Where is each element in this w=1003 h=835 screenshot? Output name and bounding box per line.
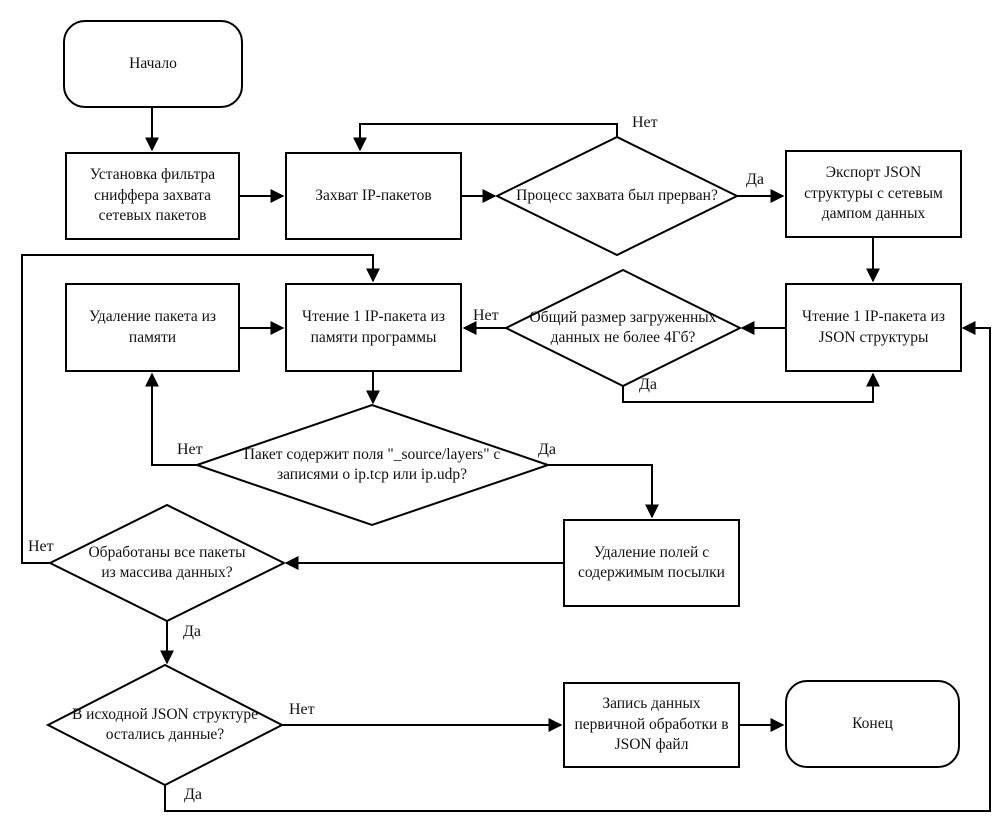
label-size-check-no: Нет [473,307,499,324]
node-start-label: Начало [129,54,177,72]
label-all-processed-no: Нет [28,538,54,555]
decision-fields-check-label: Пакет содержит поля "_source/layers" с з… [243,445,501,483]
decision-json-left-shape [45,663,285,787]
node-export-json: Экспорт JSON структуры с сетевым дампом … [785,150,962,238]
decision-fields-check-shape [193,403,552,527]
decision-size-check-label: Общий размер загруженных данных не более… [529,308,717,346]
label-fields-check-yes: Да [538,441,557,458]
node-read-json: Чтение 1 IP-пакета из JSON структуры [785,283,962,372]
label-size-check-yes: Да [639,376,658,393]
node-start: Начало [63,20,243,108]
label-fields-check-no: Нет [177,441,203,458]
edge-all-processed-no-loop [21,254,380,564]
edge-fields-check-yes-to-delete-fields [548,464,659,519]
node-delete-packet-label: Удаление пакета из памяти [89,308,216,346]
node-set-filter: Установка фильтра сниффера захвата сетев… [65,152,240,240]
node-read-memory-label: Чтение 1 IP-пакета из памяти программы [302,308,445,346]
node-write-json: Запись данных первичной обработки в JSON… [563,682,740,768]
decision-json-left-label: В исходной JSON структуре остались данны… [71,705,259,743]
node-capture: Захват IP-пакетов [285,152,462,240]
node-delete-fields: Удаление полей с содержимым посылки [563,519,740,607]
node-write-json-label: Запись данных первичной обработки в JSON… [574,695,729,754]
label-all-processed-yes: Да [183,623,202,640]
decision-all-processed-shape [47,503,287,623]
node-capture-label: Захват IP-пакетов [315,186,432,204]
edge-size-check-yes-loop [622,372,880,403]
node-delete-packet: Удаление пакета из памяти [65,283,240,372]
decision-size-check-shape [503,268,743,388]
decision-interrupted-shape [494,135,740,257]
label-json-left-yes: Да [184,786,203,803]
node-read-json-label: Чтение 1 IP-пакета из JSON структуры [802,308,945,346]
label-json-left-no: Нет [289,701,315,718]
label-interrupted-yes: Да [746,171,765,188]
edge-interrupted-no-loop [353,123,618,152]
node-read-memory: Чтение 1 IP-пакета из памяти программы [285,283,462,372]
node-export-json-label: Экспорт JSON структуры с сетевым дампом … [804,164,943,223]
node-delete-fields-label: Удаление полей с содержимым посылки [578,543,725,581]
label-interrupted-no: Нет [632,114,658,131]
decision-all-processed-label: Обработаны все пакеты из массива данных? [88,543,246,581]
edge-fields-check-no-to-delete-packet [145,372,197,466]
node-set-filter-label: Установка фильтра сниффера захвата сетев… [89,166,216,225]
node-end-label: Конец [852,714,893,732]
node-end: Конец [785,680,960,768]
decision-interrupted-label: Процесс захвата был прерван? [516,186,718,204]
edge-json-left-yes-loop [164,321,991,812]
